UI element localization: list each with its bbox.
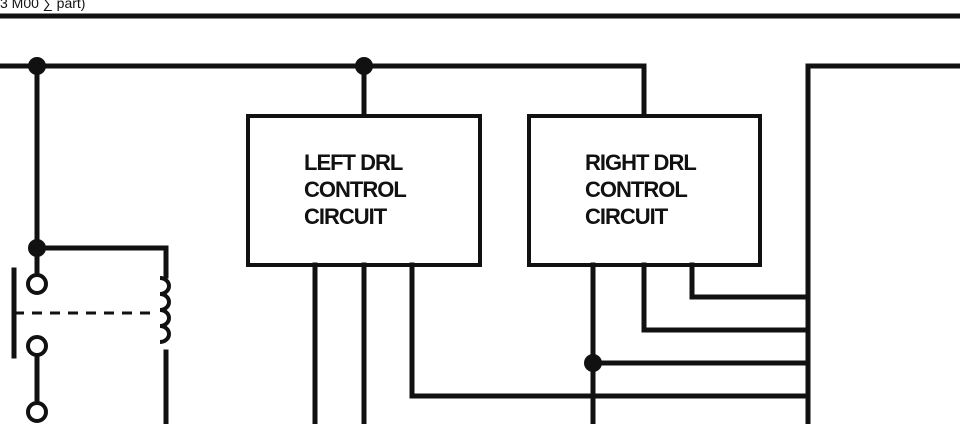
right-bus <box>805 63 960 424</box>
relay-coil <box>159 276 171 344</box>
relay-contact-bottom <box>26 335 48 357</box>
power-bus <box>0 57 647 119</box>
header-text: 3 M00 ∑ part) <box>0 0 85 11</box>
left-drl-label-line3: CIRCUIT <box>304 204 388 229</box>
left-drl-circuit: LEFT DRL CONTROL CIRCUIT <box>246 114 811 424</box>
right-drl-label-line3: CIRCUIT <box>585 204 669 229</box>
right-drl-label-line1: RIGHT DRL <box>585 150 696 175</box>
left-drl-label-line2: CONTROL <box>304 177 406 202</box>
left-drl-label-line1: LEFT DRL <box>304 150 403 175</box>
bus-junction-middle <box>355 57 373 75</box>
relay-contact-top <box>26 273 48 295</box>
right-drl-box <box>527 114 762 267</box>
relay <box>11 63 171 424</box>
relay-contact-lower <box>26 401 48 423</box>
right-drl-label-line2: CONTROL <box>585 177 687 202</box>
right-drl-circuit: RIGHT DRL CONTROL CIRCUIT <box>527 114 811 424</box>
left-drl-box <box>246 114 482 267</box>
